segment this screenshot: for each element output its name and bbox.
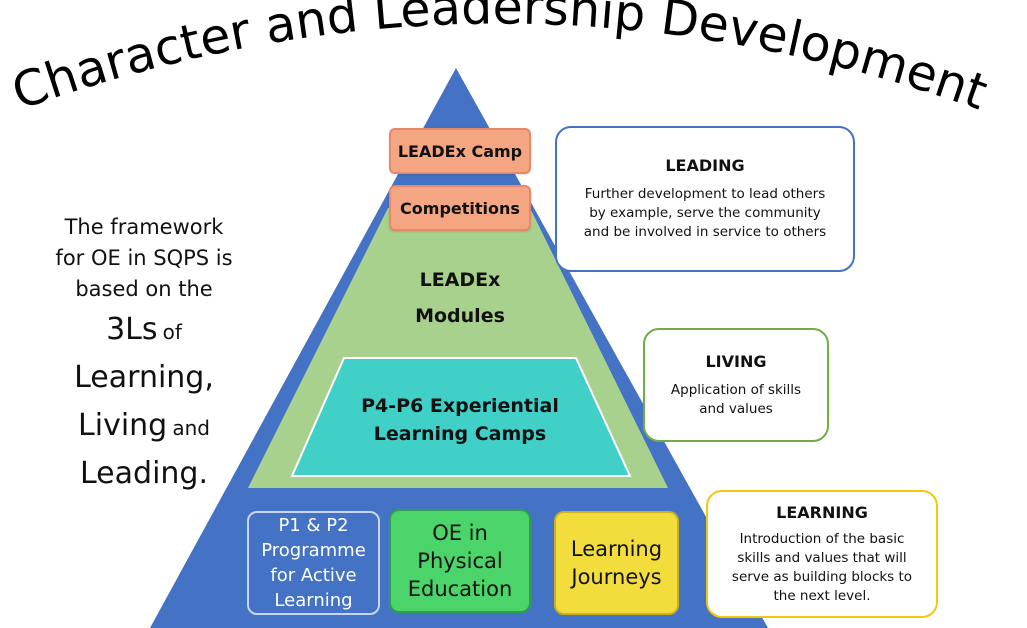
camps-label-line-1: P4-P6 Experiential	[361, 395, 559, 417]
base-box-2-line-2: Physical	[417, 549, 503, 573]
base-box-2-line-1: OE in	[432, 521, 488, 545]
modules-label-line-1: LEADEx	[419, 269, 501, 291]
competitions-pill: Competitions	[389, 185, 531, 231]
intro-leading: Leading.	[80, 456, 208, 491]
intro-line-1: The framework	[64, 215, 224, 239]
intro-living-line: Living and	[20, 403, 268, 449]
base-box-3-line-1: Learning	[570, 537, 663, 561]
learning-desc: Introduction of the basic skills and val…	[732, 530, 912, 606]
learning-desc-line-4: the next level.	[773, 587, 871, 604]
base-box-3-line-2: Journeys	[571, 565, 662, 589]
intro-line-3: based on the	[75, 277, 213, 301]
learning-desc-line-3: serve as building blocks to	[731, 568, 913, 585]
base-box-2-line-3: Education	[407, 577, 513, 601]
intro-living: Living	[78, 408, 168, 443]
leading-title: LEADING	[665, 156, 745, 175]
leadex-camp-pill: LEADEx Camp	[389, 128, 531, 174]
living-desc: Application of skills and values	[671, 381, 801, 419]
intro-line-2: for OE in SQPS is	[55, 246, 233, 270]
intro-3ls: 3Ls	[106, 312, 158, 347]
learning-desc-line-1: Introduction of the basic	[739, 530, 905, 547]
learning-box: LEARNING Introduction of the basic skill…	[706, 490, 938, 618]
camps-tier	[290, 357, 632, 477]
leading-box: LEADING Further development to lead othe…	[555, 126, 855, 272]
base-box-1-line-1: P1 & P2	[278, 515, 349, 536]
camps-label-line-2: Learning Camps	[373, 423, 547, 445]
intro-learning-line: Learning,	[20, 355, 268, 401]
base-box-physical-education: OE in Physical Education	[389, 509, 531, 613]
leading-desc-line-2: by example, serve the community	[589, 205, 821, 221]
living-desc-line-2: and values	[699, 400, 773, 417]
learning-title: LEARNING	[776, 502, 868, 522]
intro-leading-line: Leading.	[20, 451, 268, 497]
intro-learning: Learning,	[74, 360, 214, 395]
diagram-title: Character and Leadership Development	[5, 0, 995, 121]
leading-desc-line-3: and be involved in service to others	[583, 224, 827, 240]
camps-label: P4-P6 Experiential Learning Camps	[330, 390, 590, 450]
base-box-1-line-2: Programme	[261, 540, 366, 561]
living-title: LIVING	[705, 351, 767, 371]
leading-desc-line-1: Further development to lead others	[584, 186, 826, 202]
base-box-1-line-3: for Active	[270, 565, 357, 586]
base-box-active-learning: P1 & P2 Programme for Active Learning	[247, 511, 380, 615]
leading-desc: Further development to lead others by ex…	[584, 185, 826, 242]
living-box: LIVING Application of skills and values	[643, 328, 829, 442]
learning-desc-line-2: skills and values that will	[737, 549, 907, 566]
intro-of: of	[162, 320, 182, 344]
base-box-1-line-4: Learning	[274, 590, 353, 611]
base-box-learning-journeys: Learning Journeys	[554, 511, 679, 615]
living-desc-line-1: Application of skills	[670, 381, 802, 398]
modules-label-line-2: Modules	[415, 305, 505, 327]
intro-and: and	[172, 416, 210, 440]
intro-3ls-line: 3Ls of	[20, 307, 268, 353]
framework-intro: The framework for OE in SQPS is based on…	[20, 212, 268, 497]
modules-label: LEADEx Modules	[380, 258, 540, 338]
